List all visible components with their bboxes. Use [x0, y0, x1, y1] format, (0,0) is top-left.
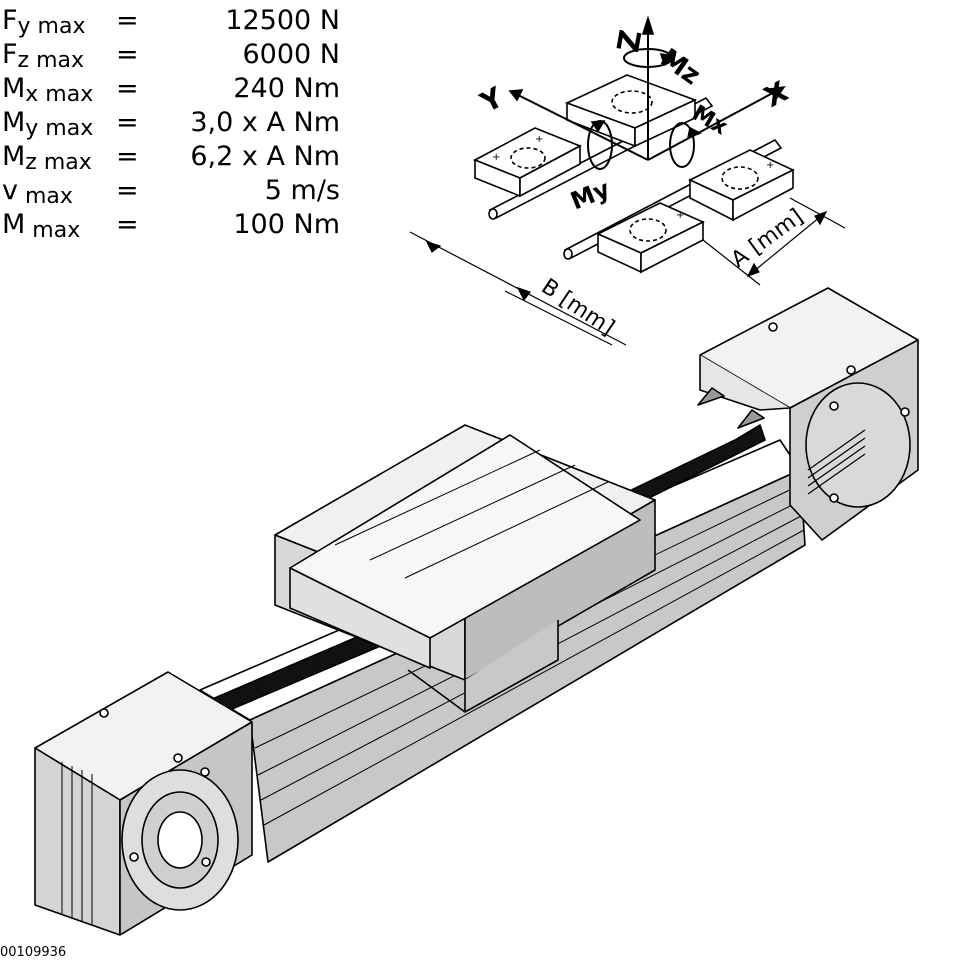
load-diagram: + + + + [409, 15, 846, 346]
spec-equals: = [116, 107, 139, 138]
mx-moment-arrow [686, 126, 702, 140]
y-axis-arrow [508, 89, 524, 102]
svg-text:+: + [766, 160, 774, 171]
dimension-b [409, 231, 627, 346]
my-moment-arrow [590, 120, 606, 133]
spec-value: 3,0 x A Nm [190, 107, 340, 138]
svg-text:+: + [535, 134, 543, 145]
spec-equals: = [116, 39, 139, 70]
runner-block-front: + [596, 202, 705, 274]
spec-symbol: Mx max [2, 73, 94, 107]
runner-block-top [564, 74, 698, 148]
end-stop-bumper-left [697, 387, 725, 406]
y-axis [511, 91, 649, 161]
x-axis-label: X [759, 74, 794, 113]
spec-row: Mz max = 6,2 x A Nm [0, 140, 360, 175]
runner-block-left: + + [473, 127, 582, 198]
dimension-a [702, 197, 846, 286]
x-axis-arrow [768, 85, 786, 101]
spec-row: Mx max = 240 Nm [0, 72, 360, 107]
spec-row: M max = 100 Nm [0, 208, 360, 243]
spec-symbol: My max [2, 107, 94, 141]
spec-symbol: Fz max [2, 39, 85, 73]
spec-row: Fy max = 12500 N [0, 4, 360, 39]
mz-moment-arrow [659, 53, 676, 66]
spec-symbol: M max [2, 209, 81, 243]
spec-row: My max = 3,0 x A Nm [0, 106, 360, 141]
my-label: My [567, 175, 614, 216]
spec-value: 5 m/s [264, 175, 340, 206]
spec-equals: = [116, 5, 139, 36]
rear-housing [699, 287, 919, 541]
spec-row: Fz max = 6000 N [0, 38, 360, 73]
svg-text:+: + [492, 152, 500, 163]
spec-equals: = [116, 209, 139, 240]
spec-value: 240 Nm [233, 73, 340, 104]
spec-equals: = [116, 175, 139, 206]
y-axis-label: Y [474, 80, 509, 119]
spec-value: 6000 N [242, 39, 341, 70]
carriage [274, 424, 656, 713]
spec-value: 100 Nm [233, 209, 340, 240]
z-axis-arrow [641, 15, 655, 35]
spec-symbol: Fy max [2, 5, 86, 39]
front-housing [34, 671, 253, 936]
spec-symbol: v max [2, 175, 73, 209]
spec-value: 6,2 x A Nm [190, 141, 340, 172]
spec-symbol: Mz max [2, 141, 92, 175]
runner-block-right: + [688, 149, 795, 222]
spec-row: v max = 5 m/s [0, 174, 360, 209]
end-stop-bumper-right [737, 409, 765, 429]
svg-text:+: + [676, 210, 684, 221]
spec-equals: = [116, 141, 139, 172]
document-number: 00109936 [0, 945, 67, 960]
spec-value: 12500 N [225, 5, 340, 36]
spec-equals: = [116, 73, 139, 104]
specification-table: Fy max = 12500 N Fz max = 6000 N Mx max = 240 Nm… [0, 4, 360, 243]
linear-module [34, 287, 919, 936]
dimension-b-label: B [mm] [537, 274, 619, 341]
mx-moment-ring [669, 122, 695, 168]
